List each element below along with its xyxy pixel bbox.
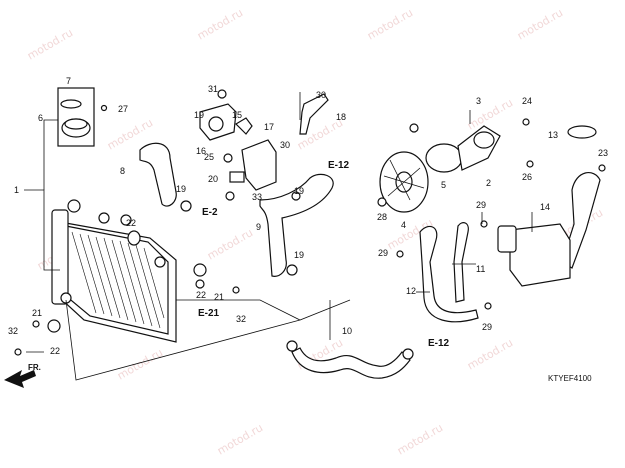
callout: 29	[378, 248, 388, 258]
callout: 8	[120, 166, 125, 176]
radiator	[51, 199, 177, 343]
ref-e12: E-12	[328, 160, 350, 171]
direction-label: FR.	[28, 363, 41, 372]
callout: 19	[294, 250, 304, 260]
callout: 14	[540, 202, 550, 212]
callout: 12	[406, 286, 416, 296]
callout: 32	[236, 314, 246, 324]
callout: 21	[32, 308, 42, 318]
watermark: motod.ru	[465, 96, 515, 132]
callout: 23	[598, 148, 608, 158]
watermark: motod.ru	[195, 6, 245, 42]
callout: 2	[486, 178, 491, 188]
callout: 22	[50, 346, 60, 356]
watermark: motod.ru	[115, 346, 165, 382]
callout: 19	[194, 110, 204, 120]
ref-e12: E-12	[428, 338, 450, 349]
callout: 30	[280, 140, 290, 150]
callout: 32	[8, 326, 18, 336]
callout: 6	[38, 113, 43, 123]
callout: 33	[252, 192, 262, 202]
callout: 22	[126, 218, 136, 228]
section-references: E-2 E-12 E-12 E-21	[198, 160, 450, 349]
callout: 29	[482, 322, 492, 332]
callout: 22	[196, 290, 206, 300]
diagram-code: KTYEF4100	[548, 374, 592, 383]
callout: 27	[118, 104, 128, 114]
callout: 7	[66, 76, 71, 86]
callout: 13	[548, 130, 558, 140]
callouts: 1 2 3 4 5 6 7 8 9 10 11 12 13 14 15 16 1…	[8, 76, 608, 356]
callout: 15	[232, 110, 242, 120]
callout: 20	[208, 174, 218, 184]
callout: 3	[476, 96, 481, 106]
callout: 28	[377, 212, 387, 222]
watermark: motod.ru	[515, 6, 565, 42]
callout: 26	[522, 172, 532, 182]
radiator-cap	[57, 87, 108, 147]
callout: 19	[294, 186, 304, 196]
watermark: motod.ru	[205, 226, 255, 262]
callout: 29	[476, 200, 486, 210]
watermark: motod.ru	[215, 421, 265, 457]
callout: 5	[441, 180, 446, 190]
callout: 16	[196, 146, 206, 156]
watermark: motod.ru	[465, 336, 515, 372]
callout: 18	[336, 112, 346, 122]
hoses	[139, 93, 601, 379]
callout: 10	[342, 326, 352, 336]
fasteners	[14, 191, 492, 360]
callout: 19	[176, 184, 186, 194]
cooling-fan	[379, 118, 534, 213]
ref-e21: E-21	[198, 308, 220, 319]
watermark: motod.ru	[25, 26, 75, 62]
callout: 31	[208, 84, 218, 94]
callout: 11	[476, 264, 485, 274]
callout: 24	[522, 96, 532, 106]
callout: 21	[214, 292, 224, 302]
callout: 17	[264, 122, 274, 132]
callout: 9	[256, 222, 261, 232]
ref-e2: E-2	[202, 207, 218, 218]
leader-lines	[24, 92, 533, 381]
watermark: motod.ru	[395, 421, 445, 457]
thermostat-housing	[199, 89, 277, 191]
callout: 4	[401, 220, 406, 230]
watermark: motod.ru	[365, 6, 415, 42]
callout: 1	[14, 185, 19, 195]
callout: 25	[204, 152, 214, 162]
reserve-tank	[497, 125, 606, 287]
callout: 30	[316, 90, 326, 100]
front-direction-arrow: FR.	[4, 363, 41, 388]
